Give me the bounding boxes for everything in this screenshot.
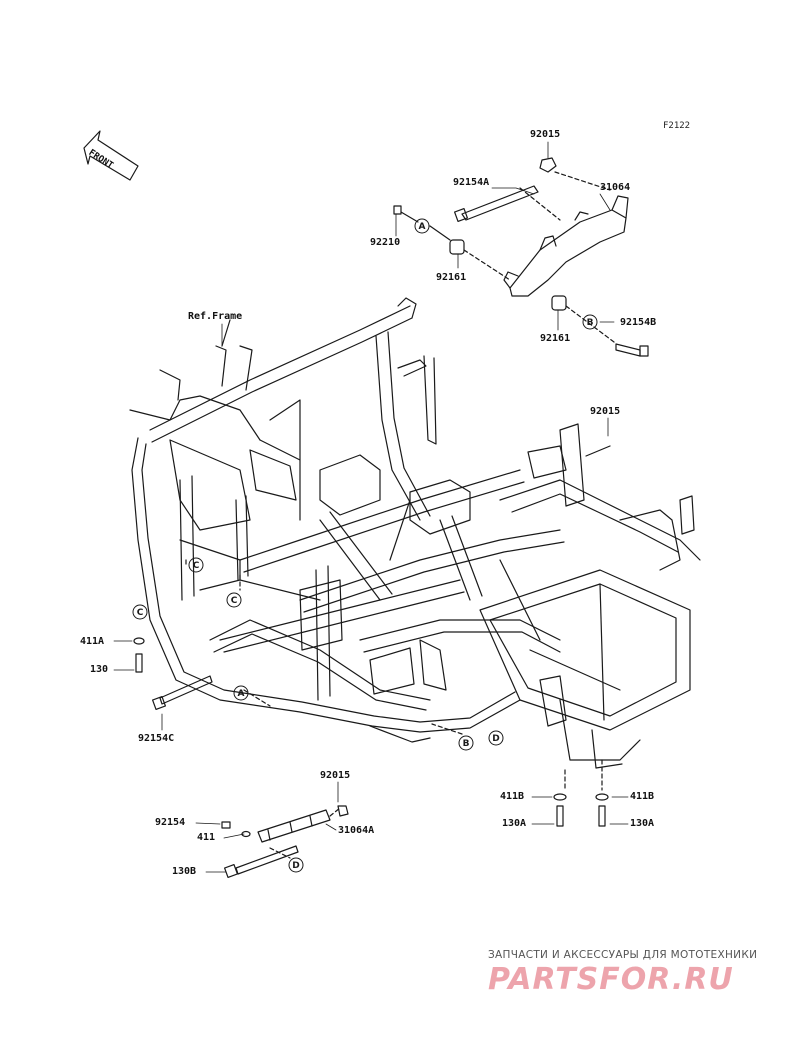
callout-d: D (292, 861, 299, 871)
part-label-130A-left[interactable]: 130A (502, 818, 527, 829)
part-label-92210[interactable]: 92210 (370, 237, 401, 248)
figure-code: F2122 (663, 121, 691, 131)
front-arrow-icon (83, 130, 139, 181)
callout-c: C (137, 608, 144, 618)
part-label-92015-low[interactable]: 92015 (320, 770, 351, 781)
part-label-411[interactable]: 411 (197, 832, 216, 843)
lower-bracket-31064A (221, 805, 349, 879)
callout-c: C (193, 561, 200, 571)
callout-d: D (492, 734, 499, 744)
part-label-92154C[interactable]: 92154C (138, 733, 175, 744)
left-hardware (133, 637, 213, 711)
right-hardware (553, 793, 609, 827)
part-label-31064[interactable]: 31064 (600, 182, 631, 193)
callout-a: A (238, 689, 245, 699)
callout-b: B (463, 739, 470, 749)
leader-lines (113, 141, 629, 873)
part-label-411A[interactable]: 411A (80, 636, 105, 647)
part-label-130B[interactable]: 130B (172, 866, 197, 877)
watermark-brand: PARTSFOR.RU (488, 962, 734, 997)
part-label-92015-top[interactable]: 92015 (530, 129, 561, 140)
part-label-92161-b[interactable]: 92161 (540, 333, 571, 344)
part-label-130[interactable]: 130 (90, 664, 109, 675)
part-label-411B-right[interactable]: 411B (630, 791, 655, 802)
callout-b: B (587, 318, 594, 328)
part-label-92154[interactable]: 92154 (155, 817, 186, 828)
part-label-92015-mid[interactable]: 92015 (590, 406, 621, 417)
callout-letters: A B C C C A B D D (137, 222, 594, 871)
part-label-130A-right[interactable]: 130A (630, 818, 655, 829)
part-label-31064A[interactable]: 31064A (338, 825, 375, 836)
main-frame (129, 297, 701, 791)
part-label-92154B[interactable]: 92154B (620, 317, 657, 328)
part-label-411B-left[interactable]: 411B (500, 791, 525, 802)
callout-circles (132, 218, 598, 873)
part-label-92161-a[interactable]: 92161 (436, 272, 467, 283)
callout-c: C (231, 596, 238, 606)
watermark-tagline: ЗАПЧАСТИ И АКСЕССУАРЫ ДЛЯ МОТОТЕХНИКИ (488, 949, 758, 961)
ref-frame-label: Ref.Frame (188, 311, 243, 322)
upper-bracket-31064 (393, 157, 649, 357)
part-label-92154A[interactable]: 92154A (453, 177, 490, 188)
callout-a: A (419, 222, 426, 232)
